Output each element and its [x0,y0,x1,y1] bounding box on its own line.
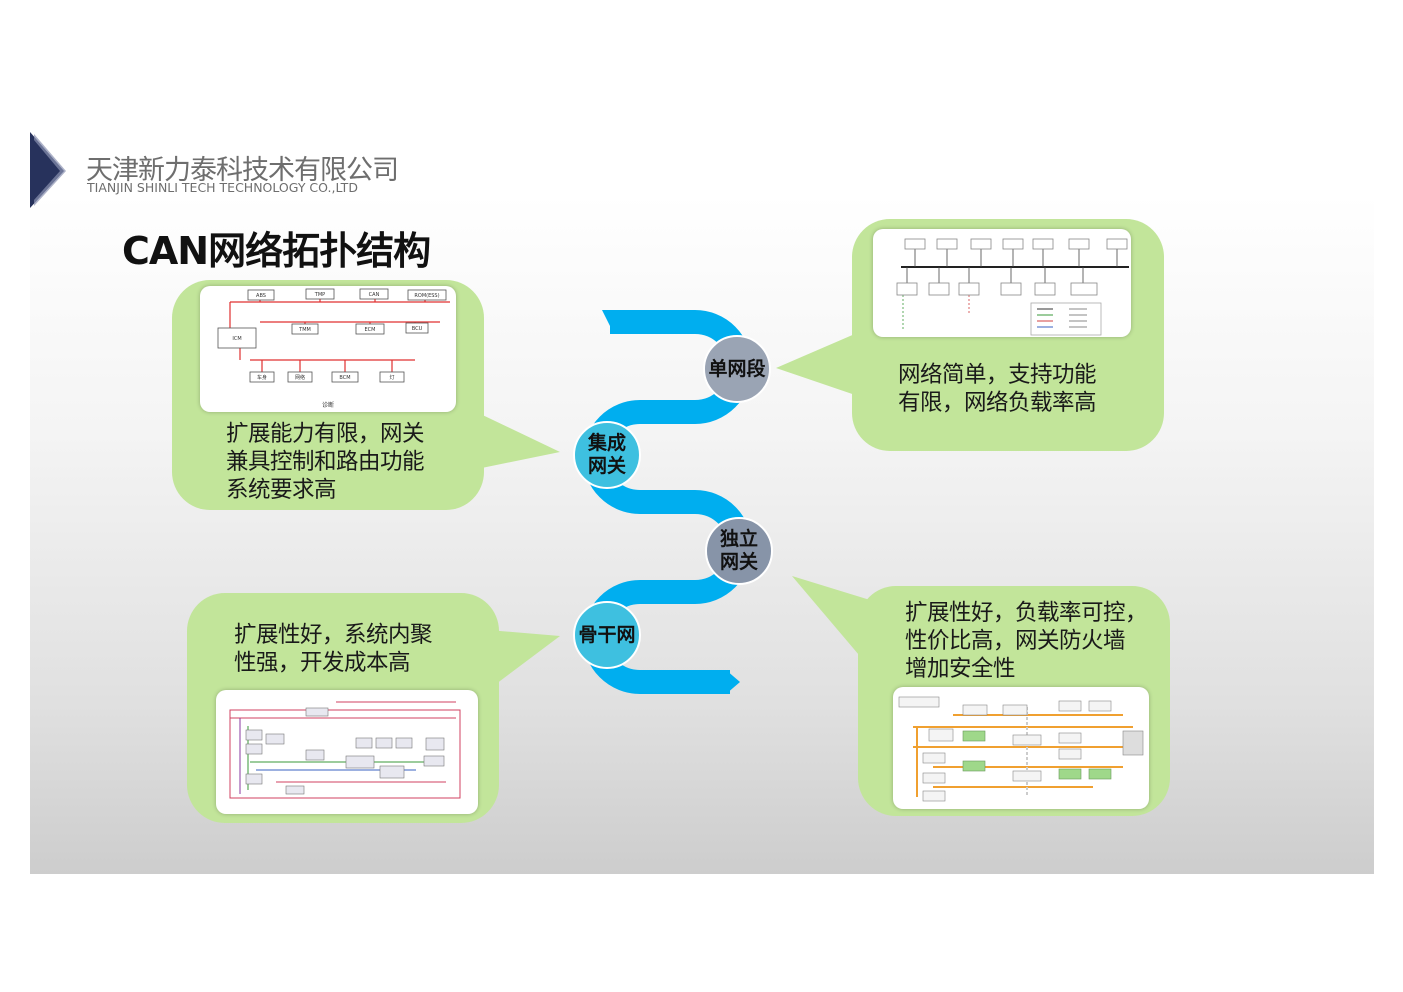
callout-independent-line-3: 增加安全性 [905,656,1016,682]
box-label-net: 网络 [295,374,305,381]
box-label-lamp: 灯 [389,374,394,381]
page-title: CAN网络拓扑结构 [122,229,431,273]
callout-integrated-line-3: 系统要求高 [226,477,337,503]
company-name-cn: 天津新力泰科技术有限公司 [86,155,399,186]
callout-independent-line-1: 扩展性好，负载率可控， [905,600,1148,626]
diagram-caption: 诊断 [322,401,334,409]
box-label-tmm: TMM [298,327,311,333]
callout-single-line-2: 有限，网络负载率高 [898,390,1097,416]
box-label-bcm: BCM [339,375,350,381]
callout-single-text: 网络简单，支持功能 有限，网络负载率高 [898,361,1097,417]
callout-integrated-line-1: 扩展能力有限，网关 [226,421,425,447]
node-independent-gateway: 独立 网关 [705,517,773,585]
integrated-diagram-thumbnail: ABS TMP CAN ROM(ESS) TMM ECM ICM 车身 网络 B… [200,286,456,412]
callout-single-line-1: 网络简单，支持功能 [898,362,1097,388]
box-label-rom: ROM(ESS) [414,293,439,299]
box-label-body: 车身 [257,374,267,381]
callout-integrated-text: 扩展能力有限，网关 兼具控制和路由功能 系统要求高 [226,420,425,504]
node-single-label: 单网段 [708,357,766,380]
callout-backbone-line-2: 性强，开发成本高 [234,650,411,676]
callout-backbone-line-1: 扩展性好，系统内聚 [234,622,433,648]
callout-integrated-line-2: 兼具控制和路由功能 [226,449,425,475]
single-diagram-thumbnail [873,229,1131,337]
callout-backbone-text: 扩展性好，系统内聚 性强，开发成本高 [234,621,433,677]
box-label-icm: ICM [232,336,241,342]
node-independent-label: 独立 网关 [719,528,758,573]
box-label-abs: ABS [256,293,266,299]
box-label-can: CAN [369,292,380,298]
logo-chevron-icon [30,132,66,208]
node-single-segment: 单网段 [703,335,771,403]
callout-independent-text: 扩展性好，负载率可控， 性价比高，网关防火墙 增加安全性 [905,599,1148,683]
node-integrated-gateway: 集成 网关 [573,421,641,489]
box-label-ecm: ECM [365,327,376,333]
company-name-en: TIANJIN SHINLI TECH TECHNOLOGY CO.,LTD [87,180,358,195]
node-backbone: 骨干网 [573,601,641,669]
node-backbone-label: 骨干网 [578,623,636,646]
node-integrated-label: 集成 网关 [587,432,626,477]
box-label-tmp: TMP [314,292,325,298]
box-label-bcu: BCU [412,326,423,332]
callout-independent-line-2: 性价比高，网关防火墙 [905,628,1126,654]
backbone-diagram-thumbnail [216,690,478,814]
independent-diagram-thumbnail [893,687,1149,809]
